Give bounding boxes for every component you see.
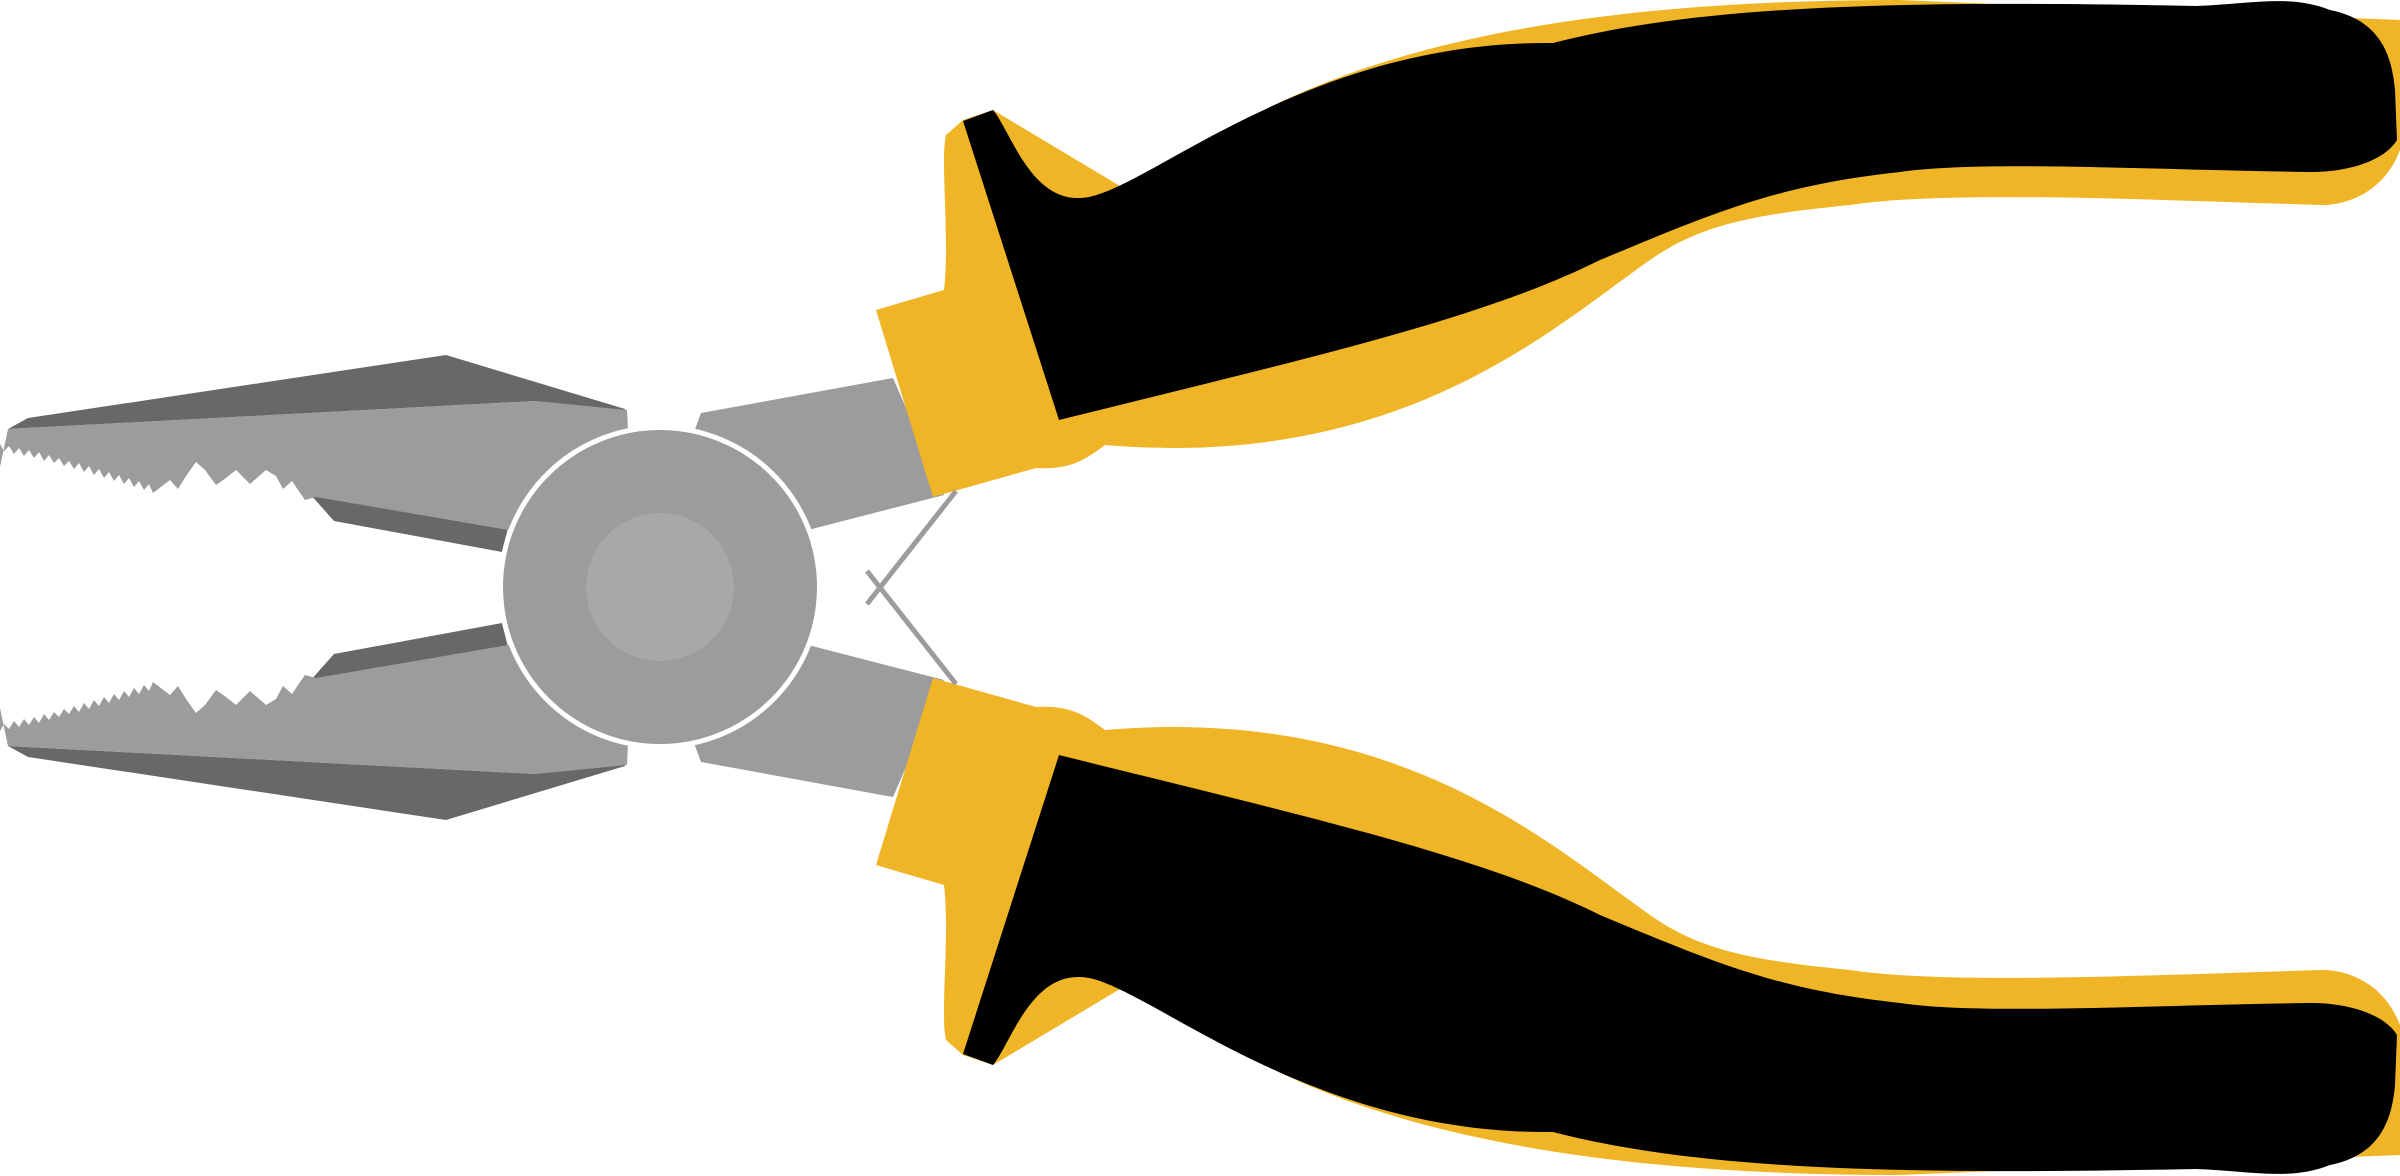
lower-half xyxy=(0,615,2400,1175)
rivet xyxy=(586,513,734,661)
spring-wire xyxy=(865,569,958,686)
spring-wire xyxy=(865,489,958,606)
upper-half xyxy=(0,0,2400,560)
